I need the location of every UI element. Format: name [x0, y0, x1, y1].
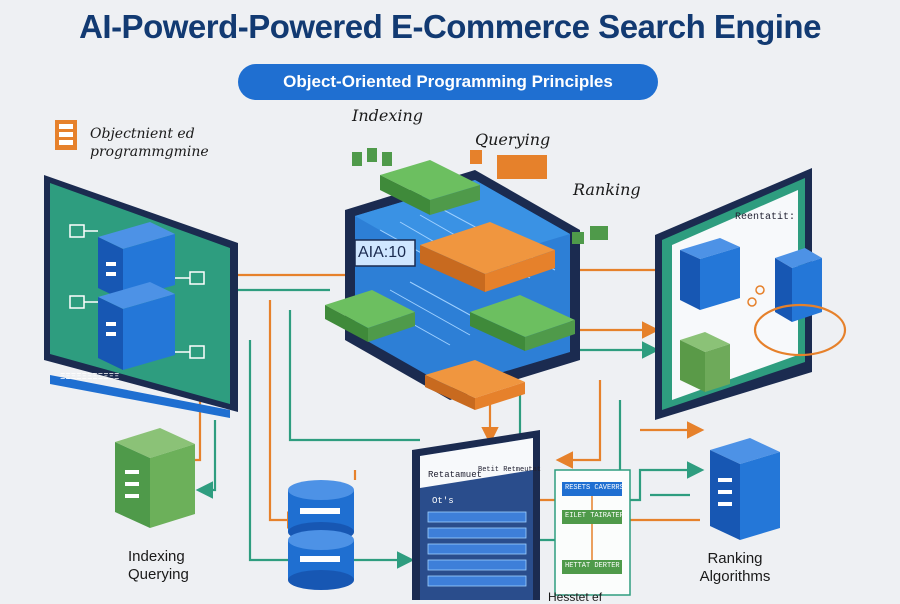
oop-label-line1: Objectnient ed: [90, 126, 195, 142]
box-row-1: RESETS CAVERRS: [565, 484, 624, 492]
box-row-2: EILET TAIRATER: [565, 512, 624, 520]
indexing-top-label: Indexing: [352, 106, 424, 125]
ranking-bottom-label-2: Algorithms: [699, 568, 771, 585]
left-server-stack: [98, 222, 175, 370]
chip-label: AIA:10: [358, 244, 407, 261]
subtitle-pill: Object-Oriented Programming Principles: [238, 64, 658, 100]
query-results-screen: [412, 430, 540, 600]
ranking-icon: [572, 226, 608, 244]
database-cylinders: [288, 480, 354, 590]
right-panel-header: Reentatit:: [735, 212, 796, 223]
screen-sub: Ot's: [432, 496, 454, 506]
right-ranking-panel: [655, 168, 847, 420]
indexing-icon: [352, 148, 392, 166]
oop-label-line2: programmgmine: [90, 144, 209, 160]
ranking-top-label: Ranking: [573, 180, 641, 199]
indexing-bottom-label: Indexing: [128, 548, 185, 565]
querying-bottom-label: Querying: [128, 566, 189, 583]
central-engine-platform: [325, 160, 580, 410]
box-row-3: HETTAT DERTER: [565, 562, 620, 570]
ranking-bottom-label-1: Ranking: [707, 550, 763, 567]
process-box: [554, 469, 631, 596]
oop-cube-icon: [55, 120, 77, 150]
left-panel-strip: ΞΞΞΞΞΞΞΞΞΞΞ: [60, 372, 120, 382]
screen-header-right: Betit Retmeutat: [478, 466, 542, 474]
bottom-cut-label: Hesstet ef: [548, 590, 603, 604]
left-oop-panel: [44, 175, 238, 418]
querying-icon: [470, 150, 547, 179]
page-title: AI-Powerd-Powered E-Commerce Search Engi…: [79, 8, 821, 45]
indexing-cube: [115, 428, 195, 528]
screen-header-left: Retatamuet: [428, 470, 483, 480]
querying-top-label: Querying: [475, 130, 551, 149]
ranking-server: [710, 438, 780, 540]
